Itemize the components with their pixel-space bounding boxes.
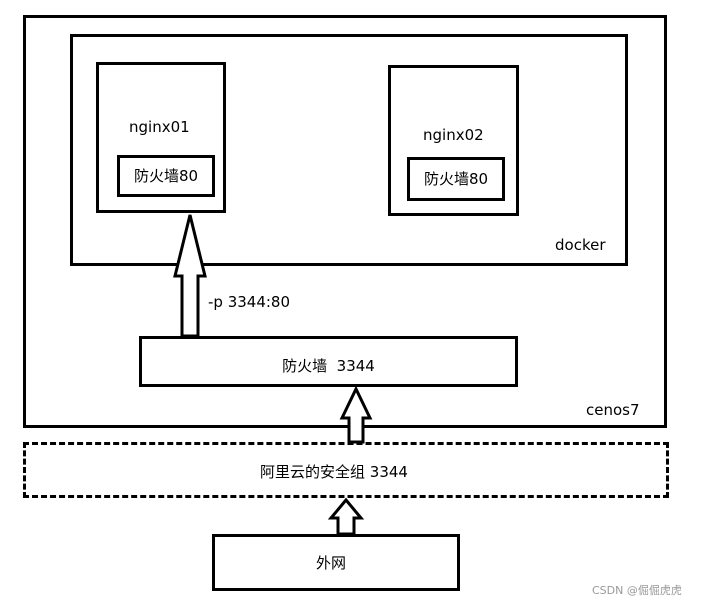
docker-box [70,34,628,266]
internet-box: 外网 [212,534,460,591]
nginx02-container-box [388,65,519,216]
nginx02-label: nginx02 [423,126,484,144]
nginx02-firewall-box: 防火墙80 [407,157,505,201]
security-group-label: 阿里云的安全组 3344 [260,463,408,481]
host-firewall-box: 防火墙 3344 [139,336,518,387]
arrow-internet-to-security-group [327,497,365,536]
cenos7-label: cenos7 [586,401,640,419]
docker-label: docker [555,236,606,254]
nginx01-label: nginx01 [129,118,190,136]
nginx01-container-box [96,62,226,213]
port-mapping-label: -p 3344:80 [208,293,291,311]
watermark: CSDN @倔倔虎虎 [592,584,682,597]
nginx01-firewall-box: 防火墙80 [117,155,215,197]
nginx02-firewall-label: 防火墙80 [423,170,489,188]
security-group-box: 阿里云的安全组 3344 [23,442,669,498]
internet-label: 外网 [315,554,346,572]
host-firewall-label: 防火墙 3344 [282,357,375,375]
nginx01-firewall-label: 防火墙80 [133,167,199,185]
